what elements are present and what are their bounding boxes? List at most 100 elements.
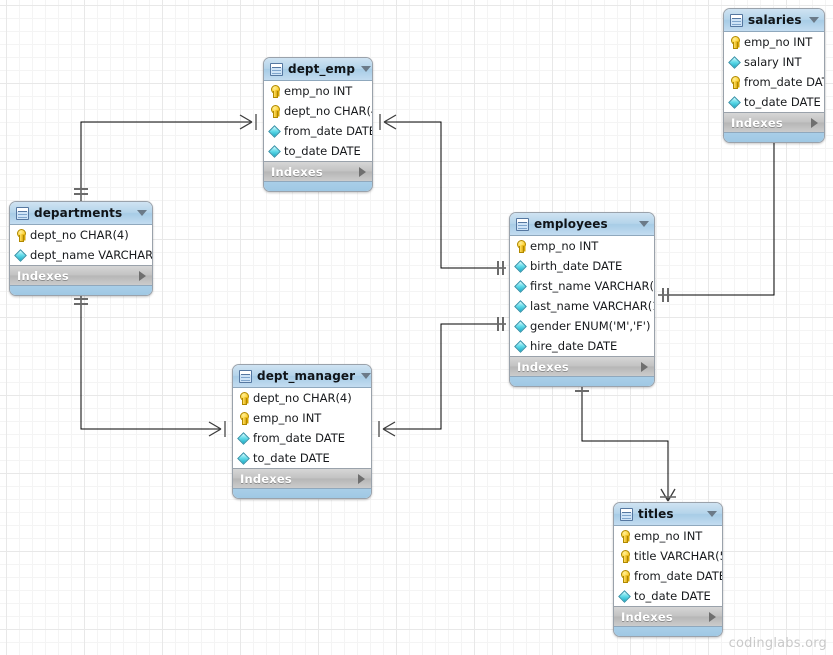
column-row[interactable]: dept_no CHAR(4) <box>264 101 372 121</box>
column-row[interactable]: to_date DATE <box>233 448 371 468</box>
column-label: dept_no CHAR(4) <box>284 104 373 118</box>
table-footer <box>614 626 722 636</box>
table-header-titles[interactable]: titles <box>614 503 722 526</box>
table-departments[interactable]: departments dept_no CHAR(4)dept_name VARC… <box>9 201 153 296</box>
column-row[interactable]: hire_date DATE <box>510 336 654 356</box>
key-icon <box>15 229 26 242</box>
column-label: emp_no INT <box>253 411 322 425</box>
card-many-dept_manager-right <box>378 421 396 437</box>
table-icon <box>620 507 633 521</box>
card-many-dept_manager-left <box>208 421 226 437</box>
line-titles-employees <box>581 379 669 500</box>
chevron-down-icon[interactable] <box>137 210 147 216</box>
table-icon <box>16 206 29 220</box>
column-label: emp_no INT <box>744 35 813 49</box>
column-row[interactable]: first_name VARCHAR(14) <box>510 276 654 296</box>
column-row[interactable]: title VARCHAR(50) <box>614 546 722 566</box>
chevron-right-icon[interactable] <box>811 117 818 128</box>
indexes-section-dept_emp[interactable]: Indexes <box>264 161 372 181</box>
table-header-dept_manager[interactable]: dept_manager <box>233 365 371 388</box>
column-row[interactable]: emp_no INT <box>264 81 372 101</box>
column-row[interactable]: salary INT <box>724 52 824 72</box>
table-name-departments: departments <box>34 206 123 220</box>
table-name-employees: employees <box>534 217 608 231</box>
indexes-label: Indexes <box>731 115 783 130</box>
column-row[interactable]: dept_name VARCHAR(40) <box>10 245 152 265</box>
diamond-icon <box>515 281 526 292</box>
column-row[interactable]: from_date DATE <box>264 121 372 141</box>
key-icon <box>515 240 526 253</box>
diamond-icon <box>269 146 280 157</box>
card-many-dept_emp-left <box>239 114 257 130</box>
chevron-right-icon[interactable] <box>641 361 648 372</box>
table-footer <box>724 132 824 142</box>
diamond-icon <box>238 433 249 444</box>
key-icon <box>269 85 280 98</box>
chevron-right-icon[interactable] <box>709 611 716 622</box>
column-label: dept_no CHAR(4) <box>253 391 352 405</box>
diamond-icon <box>729 97 740 108</box>
indexes-section-salaries[interactable]: Indexes <box>724 112 824 132</box>
table-titles[interactable]: titles emp_no INT title VARCHAR(50) from_da… <box>613 502 723 637</box>
table-dept_manager[interactable]: dept_manager dept_no CHAR(4) emp_no INT fro… <box>232 364 372 499</box>
column-row[interactable]: emp_no INT <box>724 32 824 52</box>
column-row[interactable]: birth_date DATE <box>510 256 654 276</box>
indexes-section-titles[interactable]: Indexes <box>614 606 722 626</box>
column-label: emp_no INT <box>634 529 703 543</box>
column-label: to_date DATE <box>284 144 361 158</box>
chevron-right-icon[interactable] <box>359 166 366 177</box>
card-many-dept_emp-right <box>379 114 397 130</box>
column-row[interactable]: emp_no INT <box>233 408 371 428</box>
column-label: title VARCHAR(50) <box>634 549 722 563</box>
chevron-right-icon[interactable] <box>139 270 146 281</box>
chevron-down-icon[interactable] <box>361 373 371 379</box>
chevron-down-icon[interactable] <box>707 511 717 517</box>
column-row[interactable]: emp_no INT <box>510 236 654 256</box>
column-row[interactable]: to_date DATE <box>724 92 824 112</box>
chevron-down-icon[interactable] <box>361 66 372 72</box>
key-icon <box>729 76 740 89</box>
table-header-salaries[interactable]: salaries <box>724 9 824 32</box>
table-name-salaries: salaries <box>748 13 802 27</box>
column-row[interactable]: from_date DATE <box>233 428 371 448</box>
card-one-employees-right <box>662 288 669 302</box>
chevron-right-icon[interactable] <box>358 473 365 484</box>
indexes-section-departments[interactable]: Indexes <box>10 265 152 285</box>
table-footer <box>510 376 654 386</box>
column-row[interactable]: last_name VARCHAR(16) <box>510 296 654 316</box>
chevron-down-icon[interactable] <box>639 221 649 227</box>
table-header-departments[interactable]: departments <box>10 202 152 225</box>
key-icon <box>729 36 740 49</box>
column-label: emp_no INT <box>530 239 599 253</box>
key-icon <box>619 550 630 563</box>
column-row[interactable]: dept_no CHAR(4) <box>10 225 152 245</box>
table-name-titles: titles <box>638 507 674 521</box>
diamond-icon <box>515 341 526 352</box>
diamond-icon <box>269 126 280 137</box>
card-one-departments-top <box>74 188 88 195</box>
table-icon <box>239 369 252 383</box>
column-row[interactable]: to_date DATE <box>264 141 372 161</box>
line-dept_manager-employees <box>385 323 506 430</box>
line-dept_emp-departments <box>80 121 250 201</box>
card-many-titles-top <box>660 488 676 502</box>
column-row[interactable]: from_date DATE <box>614 566 722 586</box>
column-row[interactable]: gender ENUM('M','F') <box>510 316 654 336</box>
table-footer <box>10 285 152 295</box>
column-row[interactable]: emp_no INT <box>614 526 722 546</box>
indexes-section-dept_manager[interactable]: Indexes <box>233 468 371 488</box>
chevron-down-icon[interactable] <box>809 17 819 23</box>
table-footer <box>264 181 372 191</box>
column-row[interactable]: from_date DATE <box>724 72 824 92</box>
indexes-label: Indexes <box>271 164 323 179</box>
column-row[interactable]: dept_no CHAR(4) <box>233 388 371 408</box>
indexes-section-employees[interactable]: Indexes <box>510 356 654 376</box>
column-label: hire_date DATE <box>530 339 618 353</box>
table-header-dept_emp[interactable]: dept_emp <box>264 58 372 81</box>
table-header-employees[interactable]: employees <box>510 213 654 236</box>
column-row[interactable]: to_date DATE <box>614 586 722 606</box>
